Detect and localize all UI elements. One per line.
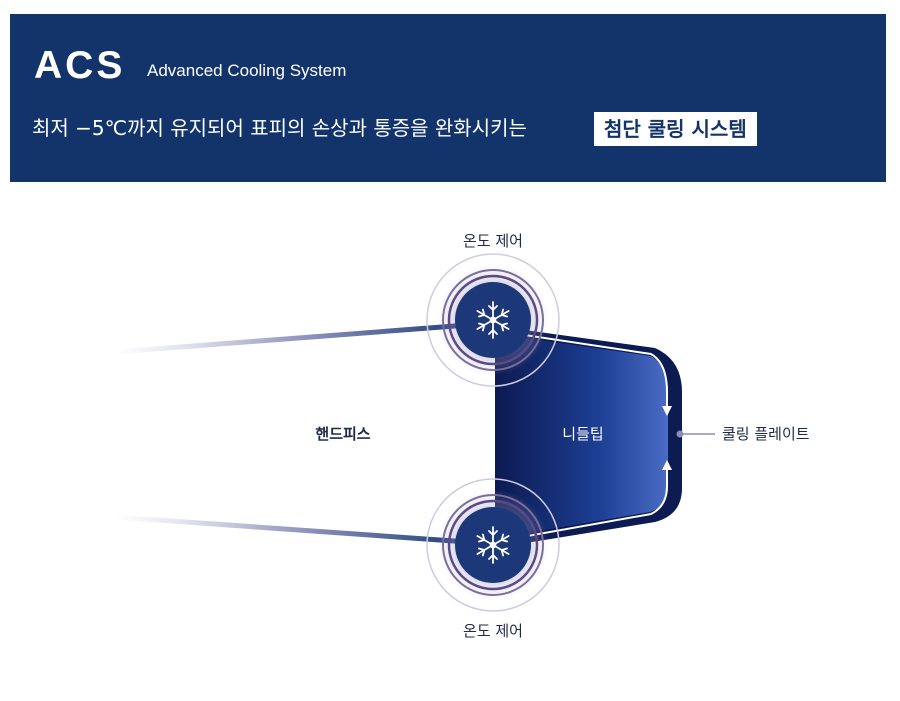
brand-title: ACS <box>34 44 126 87</box>
flow-line-lower <box>504 466 668 541</box>
brand-subtitle: Advanced Cooling System <box>147 61 347 80</box>
handpiece-lower-line <box>114 514 469 545</box>
handpiece-upper-line <box>114 322 469 355</box>
cooling-plate-label: 쿨링 플레이트 <box>722 425 810 443</box>
arrow-up-icon <box>662 460 672 470</box>
snowflake-icon <box>476 526 510 564</box>
temperature-node-bottom <box>426 478 560 612</box>
temperature-node-top <box>426 253 560 387</box>
flow-line-upper <box>504 331 668 410</box>
snowflake-icon <box>476 301 510 339</box>
top-temperature-label: 온도 제어 <box>463 232 523 250</box>
handpiece-label: 핸드피스 <box>315 425 370 443</box>
arrow-down-icon <box>662 406 672 416</box>
header-banner <box>10 14 886 182</box>
highlight-badge: 첨단 쿨링 시스템 <box>594 112 757 146</box>
needle-tip-label: 니들팁 <box>562 425 603 443</box>
cooling-plate-marker <box>676 430 684 438</box>
tagline: 최저 −5℃까지 유지되어 표피의 손상과 통증을 완화시키는 <box>32 116 527 140</box>
bottom-temperature-label: 온도 제어 <box>463 622 523 640</box>
needle-tip <box>497 334 668 538</box>
